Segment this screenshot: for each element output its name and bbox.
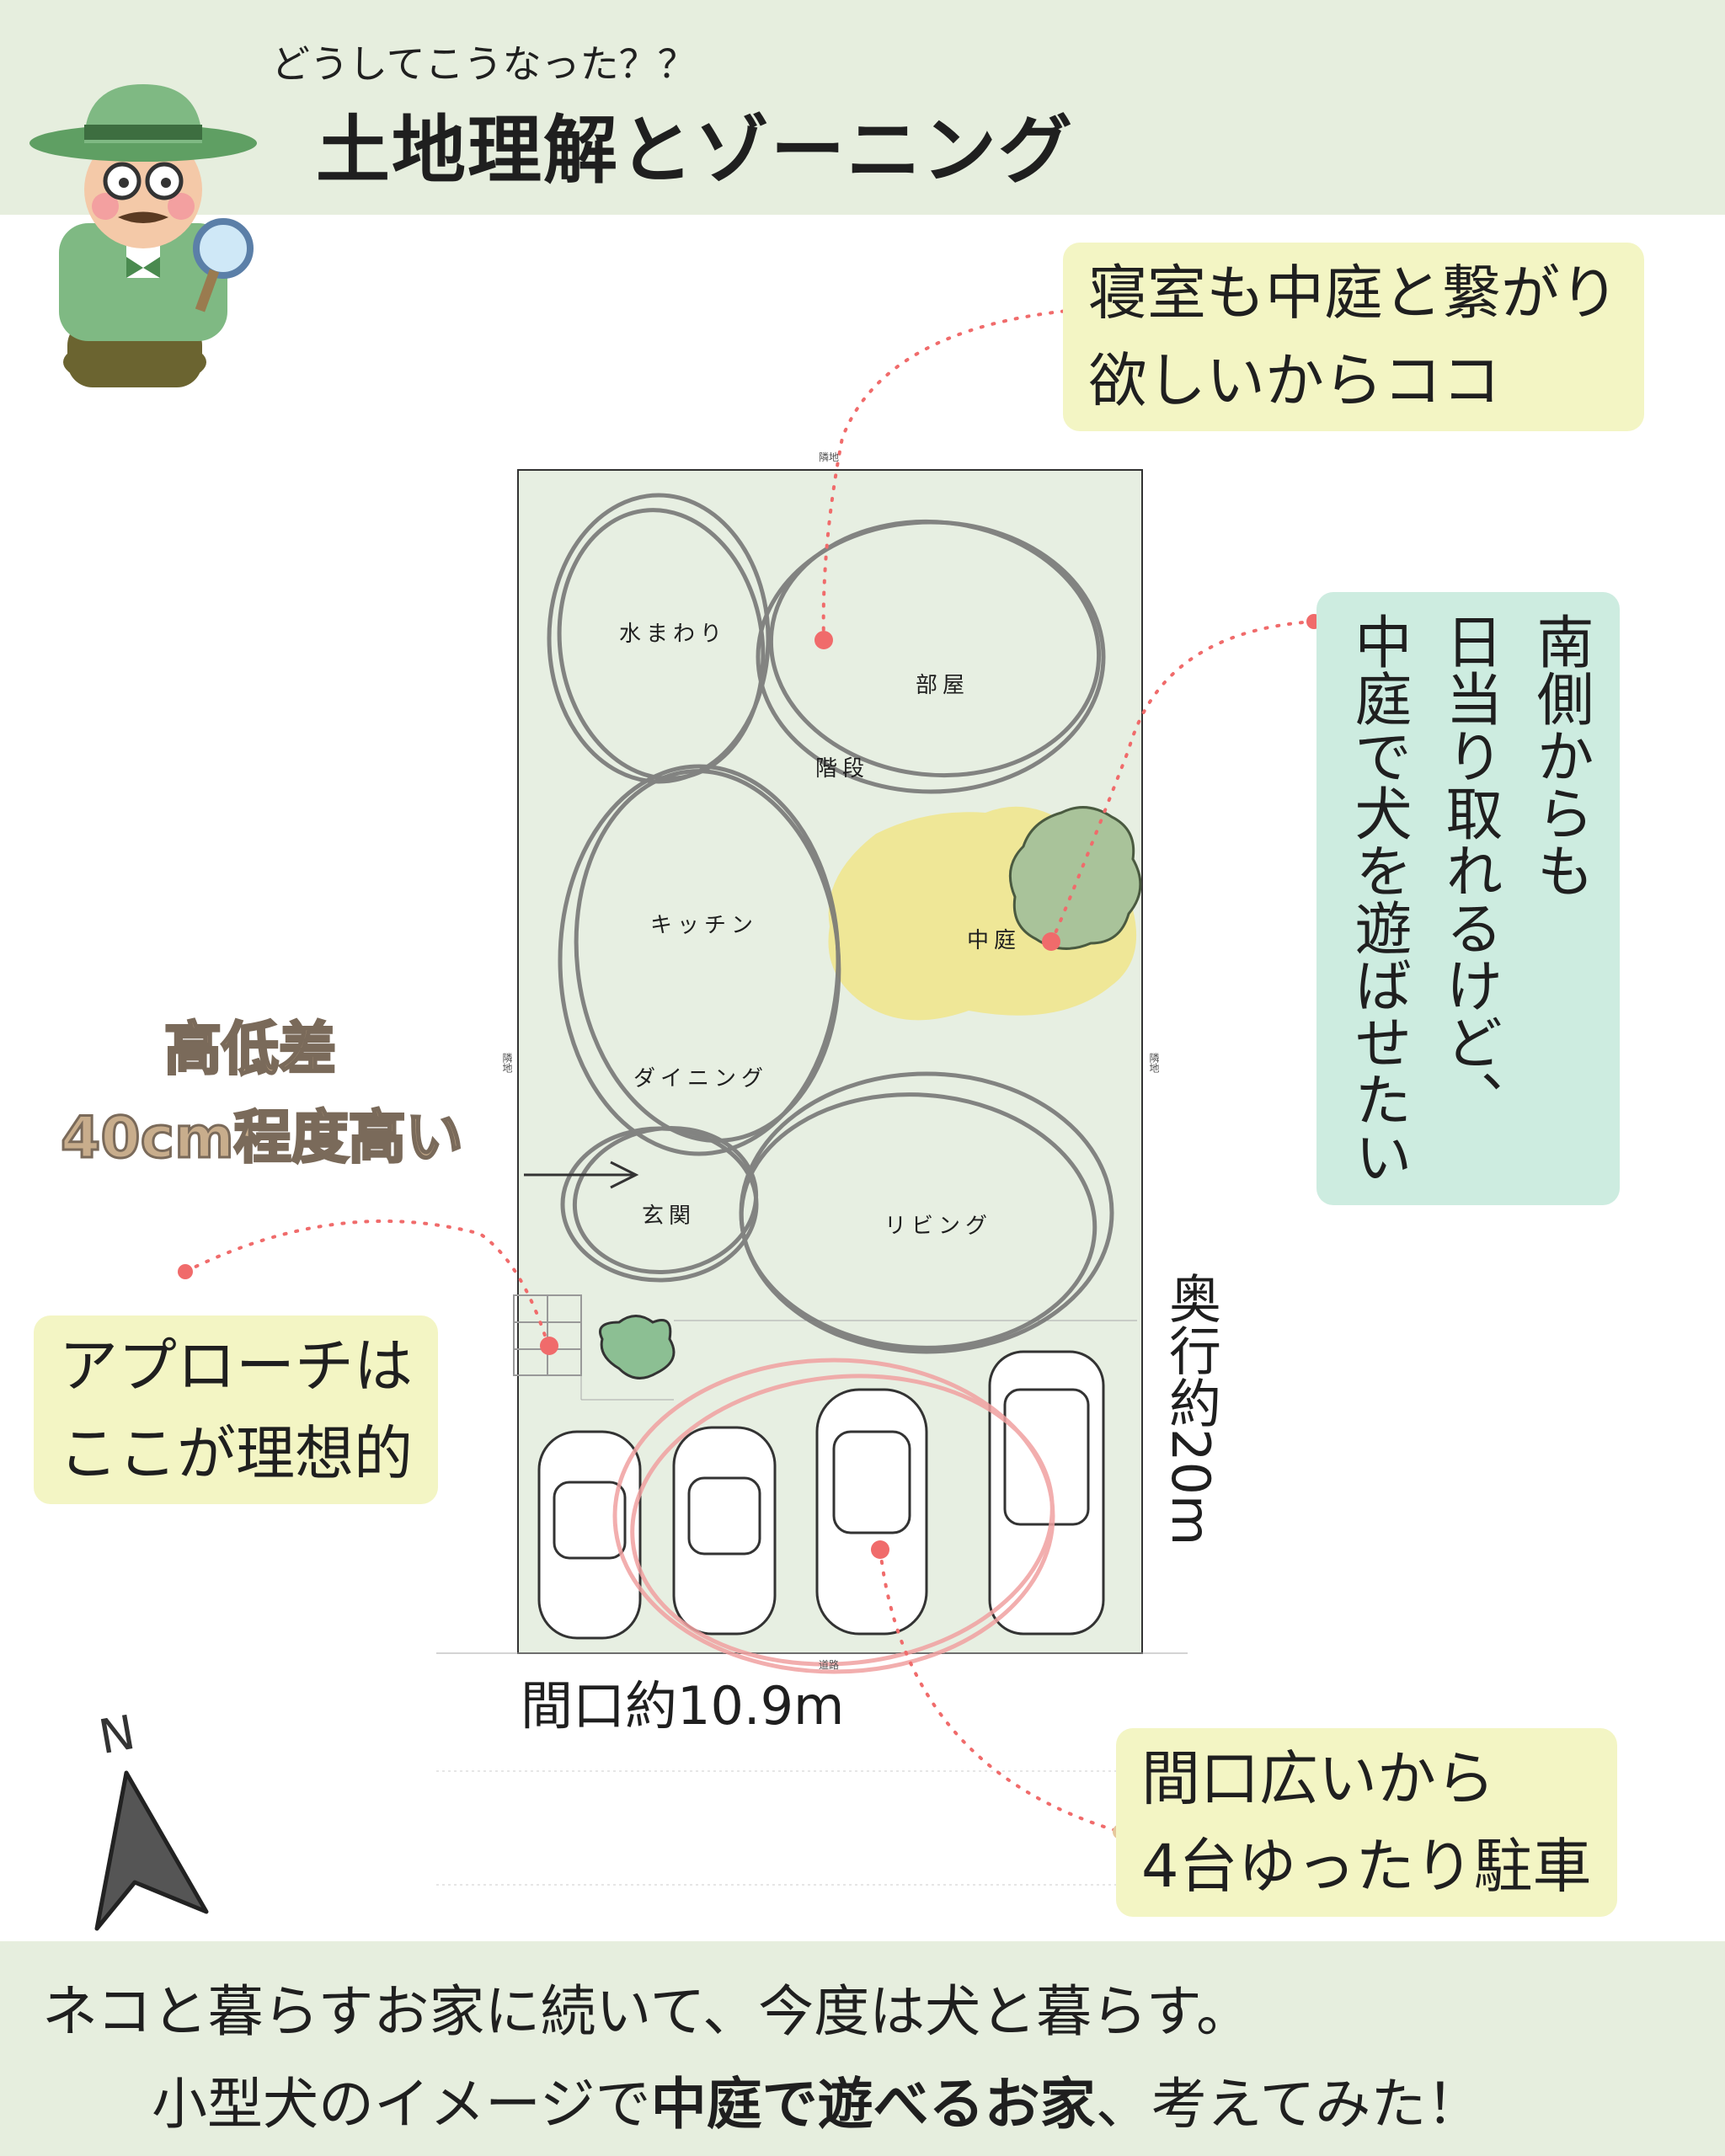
road-label: 道路: [819, 1659, 840, 1671]
bedroom-callout-line1: 寝室も中庭と繋がり: [1088, 259, 1619, 328]
courtyard-callout-col1: 南側からも: [1526, 612, 1593, 899]
footer-line-2: 小型犬のイメージで中庭で遊べるお家、考えてみた！: [152, 2059, 1482, 2140]
bedroom-callout: 寝室も中庭と繋がり 欲しいからココ: [1063, 243, 1644, 431]
footer-line-2-end: 、考えてみた！: [1095, 2072, 1482, 2137]
elevation-heading: 高低差: [163, 1016, 337, 1085]
depth-dimension: 奥行約20m: [1160, 1272, 1221, 1546]
zone-label-water: 水まわり: [619, 622, 728, 647]
footer-line-2-start: 小型犬のイメージで: [152, 2072, 651, 2137]
header-band: [0, 0, 1725, 215]
courtyard-callout: 南側からも 日当り取れるけど、 中庭で犬を遊ばせたい: [1316, 592, 1620, 1205]
north-neighbor-label: 隣地: [819, 451, 840, 463]
tree-icon: [599, 1315, 676, 1380]
page-subtitle: どうしてこうなった？？: [271, 41, 697, 87]
zone-label-courtyard: 中庭: [967, 928, 1022, 953]
courtyard-callout-col3: 中庭で犬を遊ばせたい: [1344, 612, 1411, 1185]
frontage-dimension: 間口約10.9m: [521, 1675, 845, 1737]
zone-label-stairs: 階段: [815, 756, 870, 782]
parking-circles: [612, 1358, 1055, 1674]
arrow-right-icon: [524, 1161, 639, 1189]
parking-callout-line2: 4台ゆったり駐車: [1141, 1832, 1592, 1901]
car-icon: [537, 1350, 1105, 1640]
parking-callout: 間口広いから 4台ゆったり駐車: [1116, 1728, 1617, 1917]
bedroom-callout-line2: 欲しいからココ: [1088, 346, 1501, 415]
leader-lines: [184, 308, 1316, 1833]
approach-callout-line2: ここが理想的: [59, 1419, 413, 1488]
footer-line-1: ネコと暮らすお家に続いて、今度は犬と暮らす。: [42, 1979, 1252, 2044]
zone-circles: [547, 493, 1114, 1354]
zone-label-room: 部屋: [916, 673, 970, 698]
zone-label-entrance: 玄関: [642, 1203, 697, 1229]
approach-callout-line1: アプローチは: [59, 1331, 413, 1401]
zone-label-kitchen: キッチン: [650, 913, 759, 938]
east-neighbor-label: 隣地: [1148, 1053, 1160, 1073]
north-arrow-icon: [94, 1770, 209, 1931]
detective-illustration: [29, 84, 257, 387]
elevation-detail: 40cm程度高い: [60, 1104, 465, 1173]
footer-band: [0, 1941, 1725, 2156]
courtyard-callout-col2: 日当り取れるけど、: [1435, 612, 1502, 1128]
tree-icon: [1008, 806, 1142, 950]
zone-label-dining: ダイニング: [633, 1066, 769, 1091]
west-neighbor-label: 隣地: [501, 1053, 513, 1073]
approach-callout: アプローチは ここが理想的: [34, 1315, 438, 1504]
page-title: 土地理解とゾーニング: [316, 107, 1075, 194]
footer-highlight: 中庭で遊べるお家: [650, 2072, 1096, 2137]
parking-callout-line1: 間口広いから: [1141, 1744, 1495, 1813]
zone-label-living: リビング: [884, 1214, 993, 1239]
